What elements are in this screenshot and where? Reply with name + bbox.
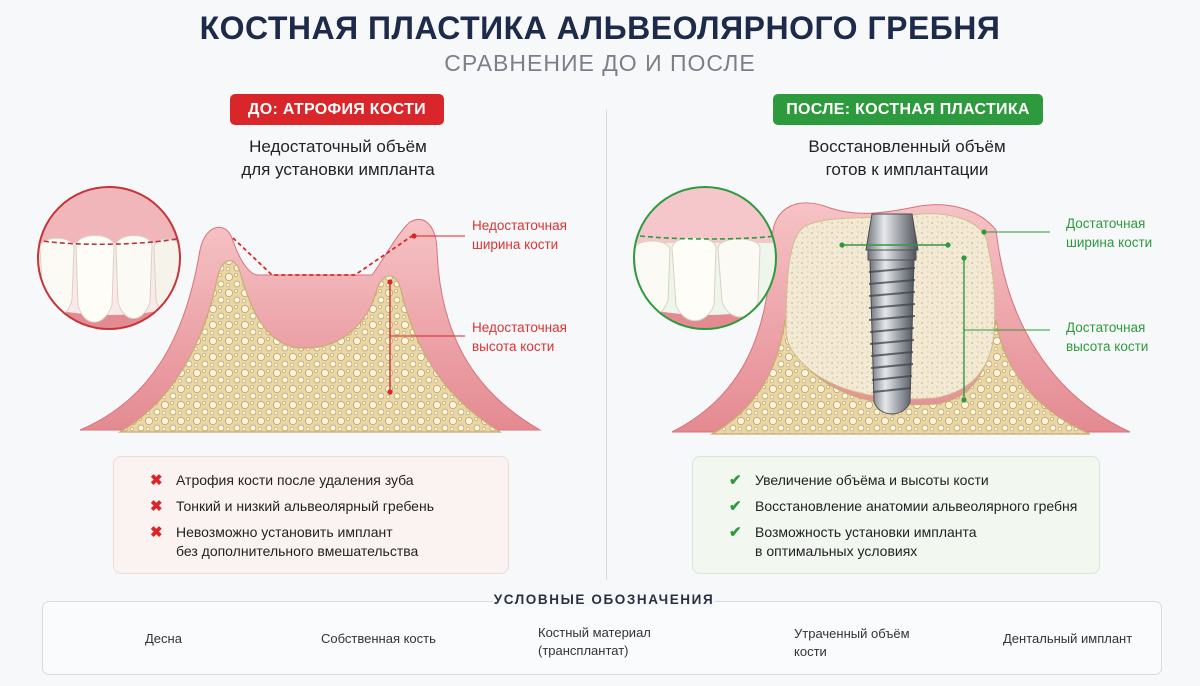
before-badge: ДО: АТРОФИЯ КОСТИ (230, 94, 444, 125)
after-width-leader-dot (981, 229, 987, 235)
after-summary-box: ✔ Увеличение объёма и высоты кости ✔ Вос… (692, 456, 1100, 574)
list-item-text: Невозможно установить имплант без дополн… (176, 523, 418, 561)
before-width-note-line-2: ширина кости (472, 237, 559, 252)
cross-icon: ✖ (150, 472, 163, 489)
before-bone (117, 260, 503, 433)
before-height-note: Недостаточная высота кости (472, 318, 567, 356)
after-height-note-line-1: Достаточная (1066, 320, 1146, 335)
list-item-line-2: в оптимальных условиях (755, 543, 918, 559)
before-lead-line-1: Недостаточный объём (249, 137, 427, 156)
list-item: ✖ Атрофия кости после удаления зуба (150, 471, 508, 490)
after-width-dot-right (945, 242, 951, 248)
before-width-note-line-1: Недостаточная (472, 218, 567, 233)
after-width-note-line-2: ширина кости (1066, 235, 1153, 250)
list-item-line-2: без дополнительного вмешательства (176, 543, 419, 559)
after-own-bone (709, 319, 1091, 435)
before-summary-box: ✖ Атрофия кости после удаления зуба ✖ То… (113, 456, 509, 574)
after-width-note-line-1: Достаточная (1066, 216, 1146, 231)
after-teeth-inset (633, 186, 777, 330)
after-width-dot-left (839, 242, 845, 248)
before-height-note-line-1: Недостаточная (472, 320, 567, 335)
list-item-line-1: Невозможно установить имплант (176, 524, 393, 540)
after-lead-line-2: готов к имплантации (825, 160, 989, 179)
legend-graft-label: Костный материал (трансплантат) (538, 624, 651, 660)
list-item-line-1: Возможность установки импланта (755, 524, 977, 540)
legend-implant-label: Дентальный имплант (1003, 631, 1133, 646)
lost-volume-outline (232, 235, 413, 276)
after-width-note: Достаточная ширина кости (1066, 214, 1152, 252)
before-width-dot (411, 233, 417, 239)
before-width-note: Недостаточная ширина кости (472, 216, 567, 254)
list-item-text: Увеличение объёма и высоты кости (755, 472, 989, 488)
list-item-text: Восстановление анатомии альвеолярного гр… (755, 498, 1078, 514)
after-height-dot-bottom (961, 397, 967, 403)
legend-own-bone-label: Собственная кость (321, 631, 436, 646)
list-item: ✖ Невозможно установить имплант без допо… (150, 523, 508, 561)
after-ridge (671, 202, 1131, 435)
before-lead-line-2: для установки импланта (241, 160, 435, 179)
after-height-note-line-2: высота кости (1066, 339, 1149, 354)
legend-lost-label: Утраченный объём кости (794, 625, 910, 661)
after-height-note: Достаточная высота кости (1066, 318, 1148, 356)
cross-icon: ✖ (150, 498, 163, 515)
before-height-dot-bottom (387, 389, 393, 395)
before-teeth-inset (37, 186, 181, 330)
after-height-dot-top (961, 255, 967, 261)
page-subtitle: СРАВНЕНИЕ ДО И ПОСЛЕ (444, 50, 756, 76)
check-icon: ✔ (729, 524, 742, 541)
after-badge: ПОСЛЕ: КОСТНАЯ ПЛАСТИКА (773, 94, 1043, 125)
list-item-text: Тонкий и низкий альвеолярный гребень (176, 498, 434, 514)
before-lead: Недостаточный объём для установки имплан… (200, 135, 476, 181)
legend-box (42, 601, 1162, 675)
before-height-dot-top (387, 279, 393, 285)
implant-icon (865, 213, 919, 415)
before-height-note-line-2: высота кости (472, 339, 555, 354)
legend-lost-label-line-2: кости (794, 644, 827, 659)
cross-icon: ✖ (150, 524, 163, 541)
list-item: ✖ Тонкий и низкий альвеолярный гребень (150, 497, 508, 516)
legend-gum-label: Десна (145, 631, 182, 646)
list-item-text: Атрофия кости после удаления зуба (176, 472, 414, 488)
list-item: ✔ Увеличение объёма и высоты кости (729, 471, 1099, 490)
legend-lost-label-line-1: Утраченный объём (794, 626, 910, 641)
legend-graft-label-line-1: Костный материал (538, 625, 651, 640)
legend-title: УСЛОВНЫЕ ОБОЗНАЧЕНИЯ (493, 592, 715, 607)
after-lead-line-1: Восстановленный объём (808, 137, 1006, 156)
after-lead: Восстановленный объём готов к имплантаци… (766, 135, 1048, 181)
check-icon: ✔ (729, 472, 742, 489)
legend-graft-label-line-2: (трансплантат) (538, 643, 629, 658)
check-icon: ✔ (729, 498, 742, 515)
list-item: ✔ Возможность установки импланта в оптим… (729, 523, 1099, 561)
page-title: КОСТНАЯ ПЛАСТИКА АЛЬВЕОЛЯРНОГО ГРЕБНЯ (199, 10, 1001, 46)
before-ridge (79, 219, 542, 433)
list-item: ✔ Восстановление анатомии альвеолярного … (729, 497, 1099, 516)
list-item-text: Возможность установки импланта в оптимал… (755, 523, 977, 561)
center-divider (606, 110, 607, 580)
